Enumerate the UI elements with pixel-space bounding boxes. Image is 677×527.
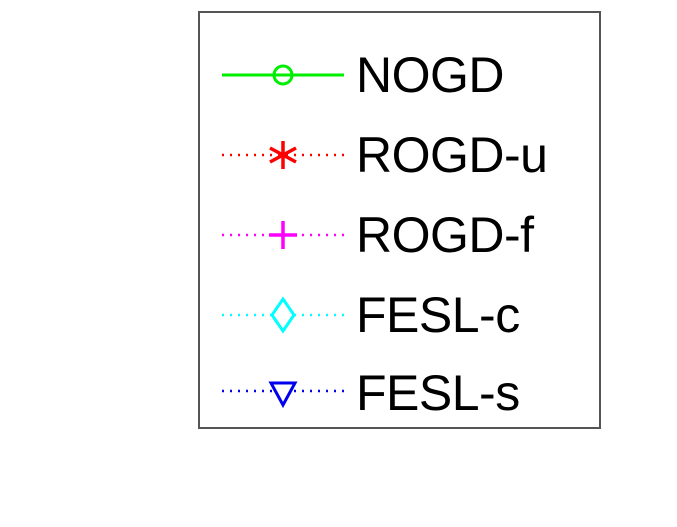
asterisk-marker-icon [269, 141, 297, 169]
diamond-marker-icon [270, 296, 296, 334]
triangle-down-marker-icon [268, 381, 298, 409]
legend-label-fesl-c: FESL-c [356, 287, 520, 343]
legend-label-fesl-s: FESL-s [356, 365, 520, 421]
legend-label-rogd-u: ROGD-u [356, 127, 548, 183]
legend-entry-nogd: NOGD [200, 45, 599, 105]
legend: NOGD ROGD-u ROGD-f [198, 11, 601, 429]
circle-marker-icon [272, 64, 294, 86]
legend-entry-rogd-u: ROGD-u [200, 125, 599, 185]
legend-entry-fesl-c: FESL-c [200, 285, 599, 345]
legend-line-rogd-u [222, 141, 344, 169]
legend-line-fesl-c [222, 296, 344, 334]
legend-label-rogd-f: ROGD-f [356, 207, 534, 263]
plus-marker-icon [269, 221, 297, 249]
legend-line-fesl-s [222, 381, 344, 409]
legend-label-nogd: NOGD [356, 47, 505, 103]
legend-entry-fesl-s: FESL-s [200, 363, 599, 423]
legend-entry-rogd-f: ROGD-f [200, 205, 599, 265]
legend-line-rogd-f [222, 221, 344, 249]
legend-line-nogd [222, 64, 344, 86]
